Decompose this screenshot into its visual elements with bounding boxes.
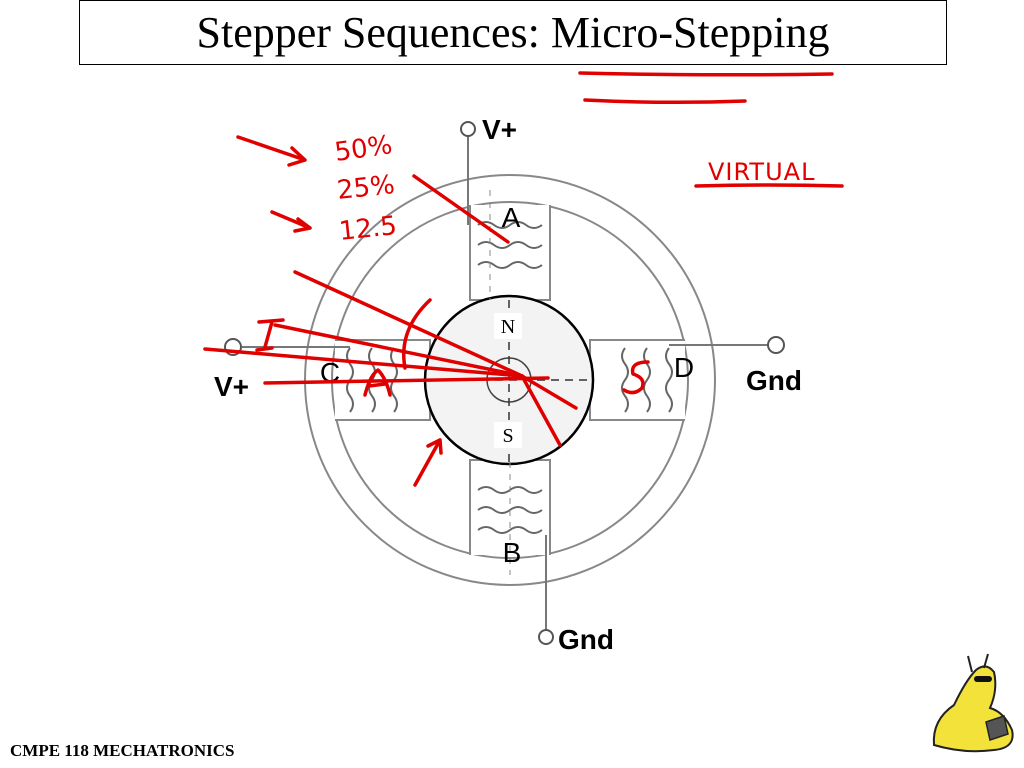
handwritten-n-mark [363,368,392,397]
vector-line-through-2 [520,374,562,447]
rotor-pole-north: N [501,316,515,338]
handwritten-25-percent: 25% [336,170,397,206]
handwritten-12-5: 12.5 [338,211,399,247]
handwritten-50-percent: 50% [333,130,394,168]
terminal-right [767,336,785,354]
sunglasses-icon [974,676,992,682]
slug-body [932,665,1014,753]
arrow-to-12 [270,210,312,233]
label-bottom-ground: Gnd [558,624,614,655]
slug-mascot-logo [932,653,1014,753]
terminal-bottom [538,629,554,645]
arrow-to-50 [236,135,307,167]
slide-title: Stepper Sequences: Micro-Stepping [196,8,830,57]
arrow-rotation [413,438,443,487]
slug-antennae [967,653,989,673]
coil-a-winding [477,221,543,269]
footer-course-name: CMPE 118 MECHATRONICS [10,741,235,760]
vector-line-12 [203,347,524,378]
terminal-top [460,121,476,137]
laptop-icon [985,715,1009,741]
underline-title-second [583,98,747,105]
label-left-supply: V+ [214,371,249,402]
vector-line-25 [273,323,524,378]
rotor-pole-south: S [502,425,513,447]
label-right-ground: Gnd [746,365,802,396]
coil-label-b: B [503,537,522,568]
lead-wires [242,136,768,630]
underline-virtual [694,183,844,188]
handwritten-s-mark [622,360,650,395]
underline-title [578,71,834,77]
coil-label-d: D [674,352,694,383]
vector-line-a [412,174,510,244]
vector-line-c [263,376,550,385]
stator-outer-ring [304,174,716,586]
handwritten-annotations [203,71,844,487]
vector-line-through-1 [520,374,578,410]
label-top-supply: V+ [482,114,517,145]
slide-title-box: Stepper Sequences: Micro-Stepping [79,0,947,65]
handwritten-current-mark [255,318,285,352]
handwritten-virtual: VIRTUAL [708,158,815,186]
rotor-pole-s-bg [494,422,522,448]
rotor-pole-n-bg [494,313,522,339]
arc-upper [402,298,432,370]
vector-line-50 [293,270,524,378]
coil-d-winding [621,347,673,413]
coil-label-a: A [502,202,521,233]
